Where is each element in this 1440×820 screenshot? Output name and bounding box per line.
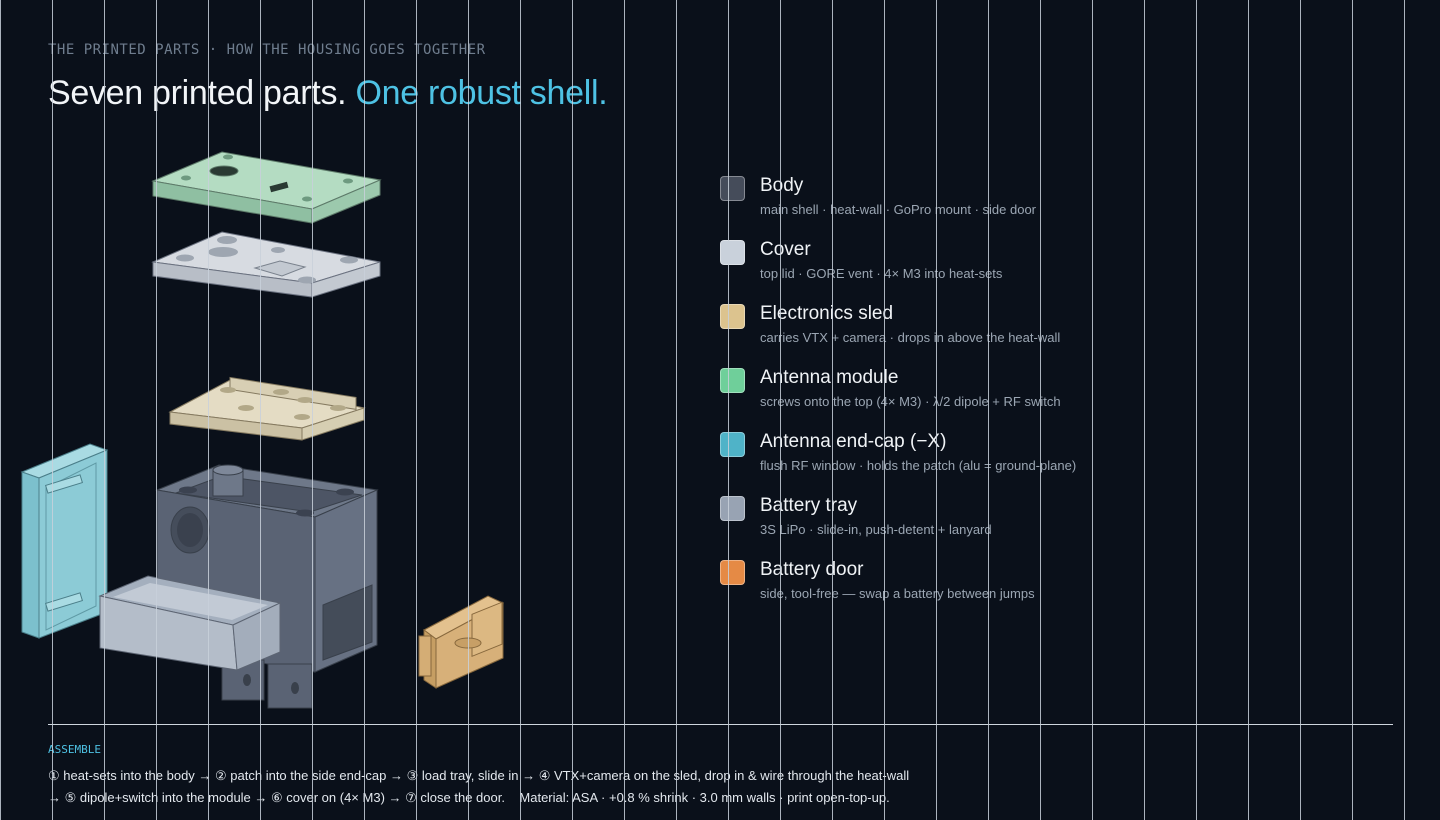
cover-swatch: [720, 240, 745, 265]
electronics-sled-swatch: [720, 304, 745, 329]
title-main: Seven printed parts.: [48, 74, 347, 112]
legend-item-desc: 3S LiPo · slide-in, push-detent + lanyar…: [760, 522, 992, 537]
antenna-end-cap-swatch: [720, 432, 745, 457]
page-eyebrow: THE PRINTED PARTS · HOW THE HOUSING GOES…: [48, 42, 486, 58]
electronics-sled-part: [168, 376, 366, 441]
cover-part: [151, 231, 381, 298]
antenna-module-part: [151, 151, 382, 224]
assembly-steps: ① heat-sets into the body → ② patch into…: [48, 765, 909, 809]
assembly-steps-line-1: ① heat-sets into the body → ② patch into…: [48, 768, 910, 783]
legend-item-desc: carries VTX + camera · drops in above th…: [760, 330, 1061, 345]
legend-item-desc: top lid · GORE vent · 4× M3 into heat-se…: [760, 266, 1003, 281]
legend-item-desc: main shell · heat-wall · GoPro mount · s…: [760, 202, 1037, 217]
legend-item-desc: flush RF window · holds the patch (alu =…: [760, 458, 1077, 473]
legend-item-cover: Cover top lid · GORE vent · 4× M3 into h…: [720, 238, 1360, 302]
legend-item-name: Cover: [760, 239, 811, 260]
legend-item-battery-tray: Battery tray 3S LiPo · slide-in, push-de…: [720, 494, 1360, 558]
legend-item-antenna-end-cap: Antenna end-cap (−X) flush RF window · h…: [720, 430, 1360, 494]
legend-item-desc: screws onto the top (4× M3) · λ/2 dipole…: [760, 394, 1061, 409]
parts-legend: Body main shell · heat-wall · GoPro moun…: [720, 174, 1360, 622]
legend-item-antenna-module: Antenna module screws onto the top (4× M…: [720, 366, 1360, 430]
title-accent: One robust shell.: [355, 74, 608, 112]
legend-item-name: Antenna module: [760, 367, 899, 388]
legend-item-name: Battery door: [760, 559, 864, 580]
legend-item-body: Body main shell · heat-wall · GoPro moun…: [720, 174, 1360, 238]
legend-item-desc: side, tool-free — swap a battery between…: [760, 586, 1035, 601]
section-divider: [48, 724, 1393, 725]
antenna-module-swatch: [720, 368, 745, 393]
legend-item-name: Battery tray: [760, 495, 858, 516]
antenna-end-cap-part: [20, 443, 109, 639]
battery-door-part: [418, 595, 505, 689]
legend-item-name: Electronics sled: [760, 303, 894, 324]
body-swatch: [720, 176, 745, 201]
legend-item-name: Antenna end-cap (−X): [760, 431, 947, 452]
assemble-label: ASSEMBLE: [48, 743, 101, 756]
legend-item-name: Body: [760, 175, 804, 196]
battery-tray-swatch: [720, 496, 745, 521]
battery-tray-part: [98, 575, 282, 671]
legend-item-battery-door: Battery door side, tool-free — swap a ba…: [720, 558, 1360, 622]
battery-door-swatch: [720, 560, 745, 585]
legend-item-electronics-sled: Electronics sled carries VTX + camera · …: [720, 302, 1360, 366]
page-title: Seven printed parts. One robust shell.: [48, 74, 608, 113]
assembly-steps-line-2: → ⑤ dipole+switch into the module → ⑥ co…: [48, 790, 890, 805]
exploded-housing-render: [20, 151, 505, 709]
